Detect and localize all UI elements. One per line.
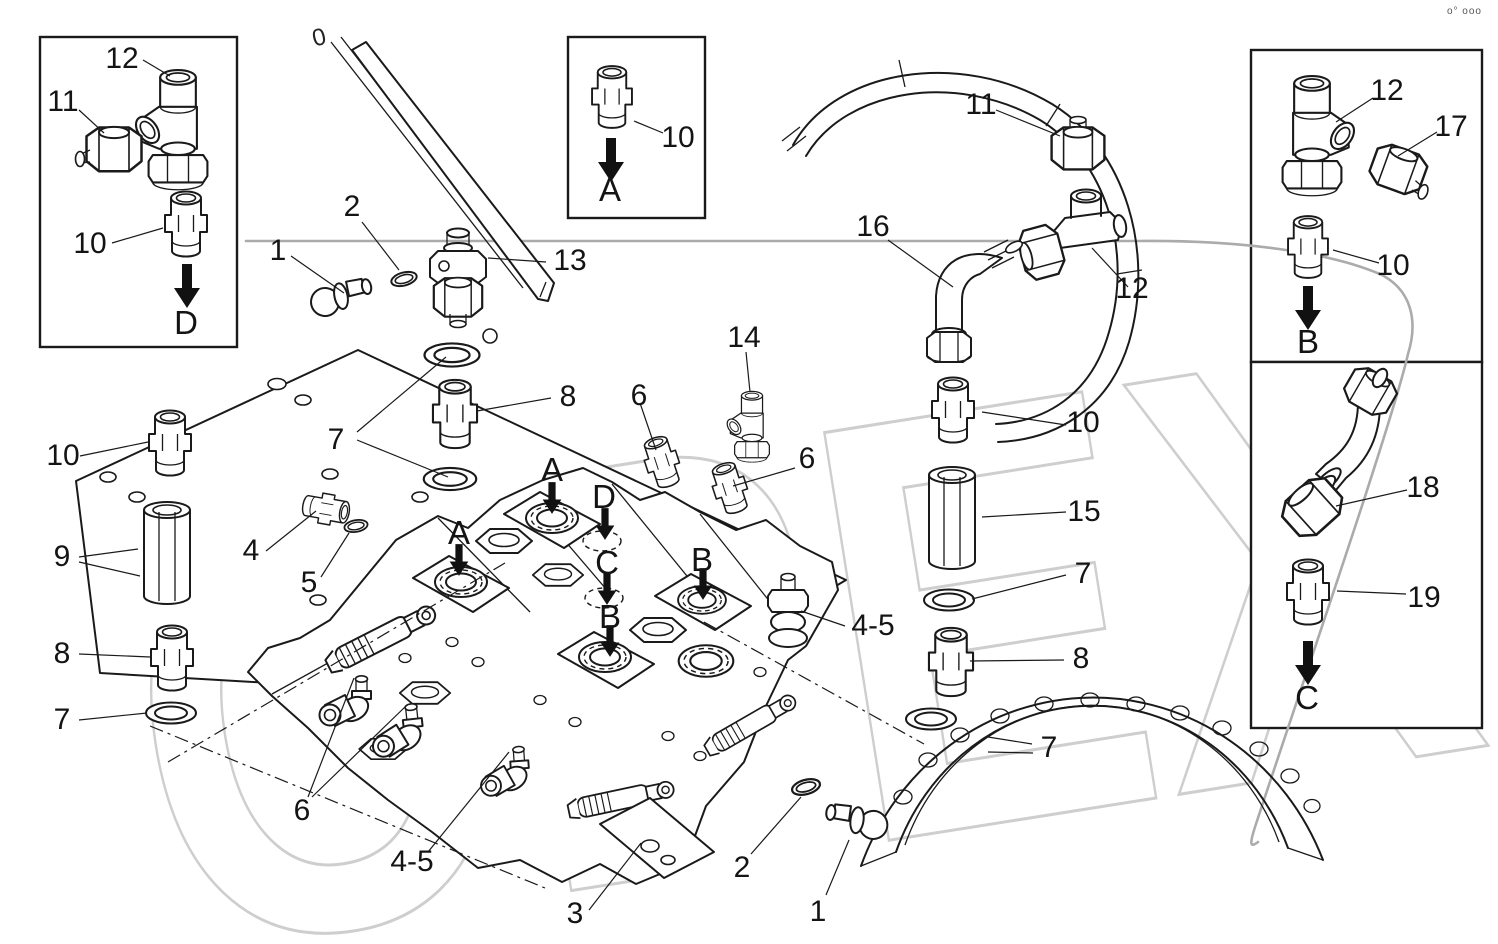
callout-7: 7 — [328, 423, 345, 456]
callout-16: 16 — [856, 210, 889, 243]
leader-lines — [78, 59, 1438, 911]
centerline — [167, 562, 506, 763]
adapter-10 — [1287, 215, 1329, 279]
callout-11-boxd: 11 — [47, 85, 78, 118]
adapter-10 — [931, 376, 975, 444]
mounting-foot — [599, 797, 715, 879]
callout-15: 15 — [1067, 495, 1100, 528]
callout-10-boxa: 10 — [661, 121, 694, 154]
callout-3: 3 — [567, 897, 584, 930]
washer-7 — [423, 342, 481, 368]
adapter-8 — [927, 626, 975, 698]
callout-5: 5 — [301, 566, 318, 599]
callout-11: 11 — [965, 88, 996, 121]
centerline — [703, 621, 925, 745]
cap-nut-17 — [1365, 138, 1432, 200]
valve-assembly — [247, 467, 839, 885]
coupler-15 — [928, 466, 976, 570]
inset-box-b — [1249, 48, 1484, 364]
callout-19-boxc: 19 — [1407, 581, 1440, 614]
callout-12-boxb: 12 — [1370, 74, 1403, 107]
letter-b1: B — [599, 598, 621, 635]
callout-7: 7 — [54, 703, 71, 736]
union-fitting-13 — [429, 227, 487, 329]
callout-4: 4 — [243, 534, 260, 567]
letter-b-box: B — [1297, 323, 1319, 360]
callout-17-boxb: 17 — [1434, 110, 1467, 143]
callout-4-5: 4-5 — [851, 609, 894, 642]
inset-box-d — [38, 35, 239, 349]
callout-1: 1 — [270, 234, 287, 267]
cap-nut-11 — [74, 125, 143, 173]
callout-2: 2 — [344, 190, 361, 223]
letter-d-box: D — [174, 304, 198, 341]
elbow-hose-18 — [1274, 361, 1403, 545]
washer-7 — [905, 707, 957, 731]
callout-13: 13 — [553, 244, 586, 277]
ring-gear — [860, 692, 1324, 867]
callout-12-boxd: 12 — [105, 42, 138, 75]
washer-7 — [145, 701, 197, 725]
adapter-10 — [164, 190, 208, 258]
coupler-9 — [143, 501, 191, 605]
relief-valve — [767, 572, 809, 648]
callout-10: 10 — [1066, 406, 1099, 439]
zero-mark: 0 — [309, 23, 328, 52]
oring-2 — [388, 268, 420, 290]
adapter-8 — [431, 378, 479, 450]
callout-6: 6 — [631, 379, 648, 412]
callout-6: 6 — [799, 442, 816, 475]
adapter-10 — [591, 65, 633, 129]
callout-8: 8 — [54, 637, 71, 670]
letter-c1: C — [595, 544, 619, 581]
letter-a2: A — [448, 514, 470, 551]
letter-a1: A — [541, 451, 563, 488]
callout-10-boxd: 10 — [73, 227, 106, 260]
callout-9: 9 — [54, 540, 71, 573]
adapter-10 — [148, 409, 192, 477]
callout-18-boxc: 18 — [1406, 471, 1439, 504]
rod — [330, 36, 555, 302]
tee-fitting-12-main — [1013, 188, 1128, 284]
letter-a-box: A — [599, 171, 621, 208]
washer-7 — [923, 588, 975, 612]
letter-d1: D — [592, 478, 616, 515]
callout-14: 14 — [727, 321, 760, 354]
washer-7 — [422, 466, 478, 492]
callout-2: 2 — [734, 851, 751, 884]
elbow-fitting-16 — [926, 239, 1024, 363]
callout-4-5: 4-5 — [390, 845, 433, 878]
hose — [781, 59, 1143, 443]
callout-12: 12 — [1115, 272, 1148, 305]
inset-box-a — [566, 35, 707, 220]
plug-fitting-1 — [308, 269, 376, 324]
adapter-19 — [1286, 558, 1330, 626]
callout-10: 10 — [46, 439, 79, 472]
callout-7: 7 — [1041, 731, 1058, 764]
callout-8: 8 — [1073, 642, 1090, 675]
callout-1: 1 — [810, 895, 827, 928]
letter-b2: B — [691, 541, 713, 578]
callout-10-boxb: 10 — [1376, 249, 1409, 282]
adapter-8 — [150, 624, 194, 692]
corner-mark: o° ooo — [1447, 6, 1482, 17]
letter-c-box: C — [1295, 679, 1319, 716]
cap-nut-11 — [1050, 115, 1106, 171]
callout-6: 6 — [294, 794, 311, 827]
callout-7: 7 — [1075, 557, 1092, 590]
callout-8: 8 — [560, 380, 577, 413]
centerline — [149, 725, 546, 889]
